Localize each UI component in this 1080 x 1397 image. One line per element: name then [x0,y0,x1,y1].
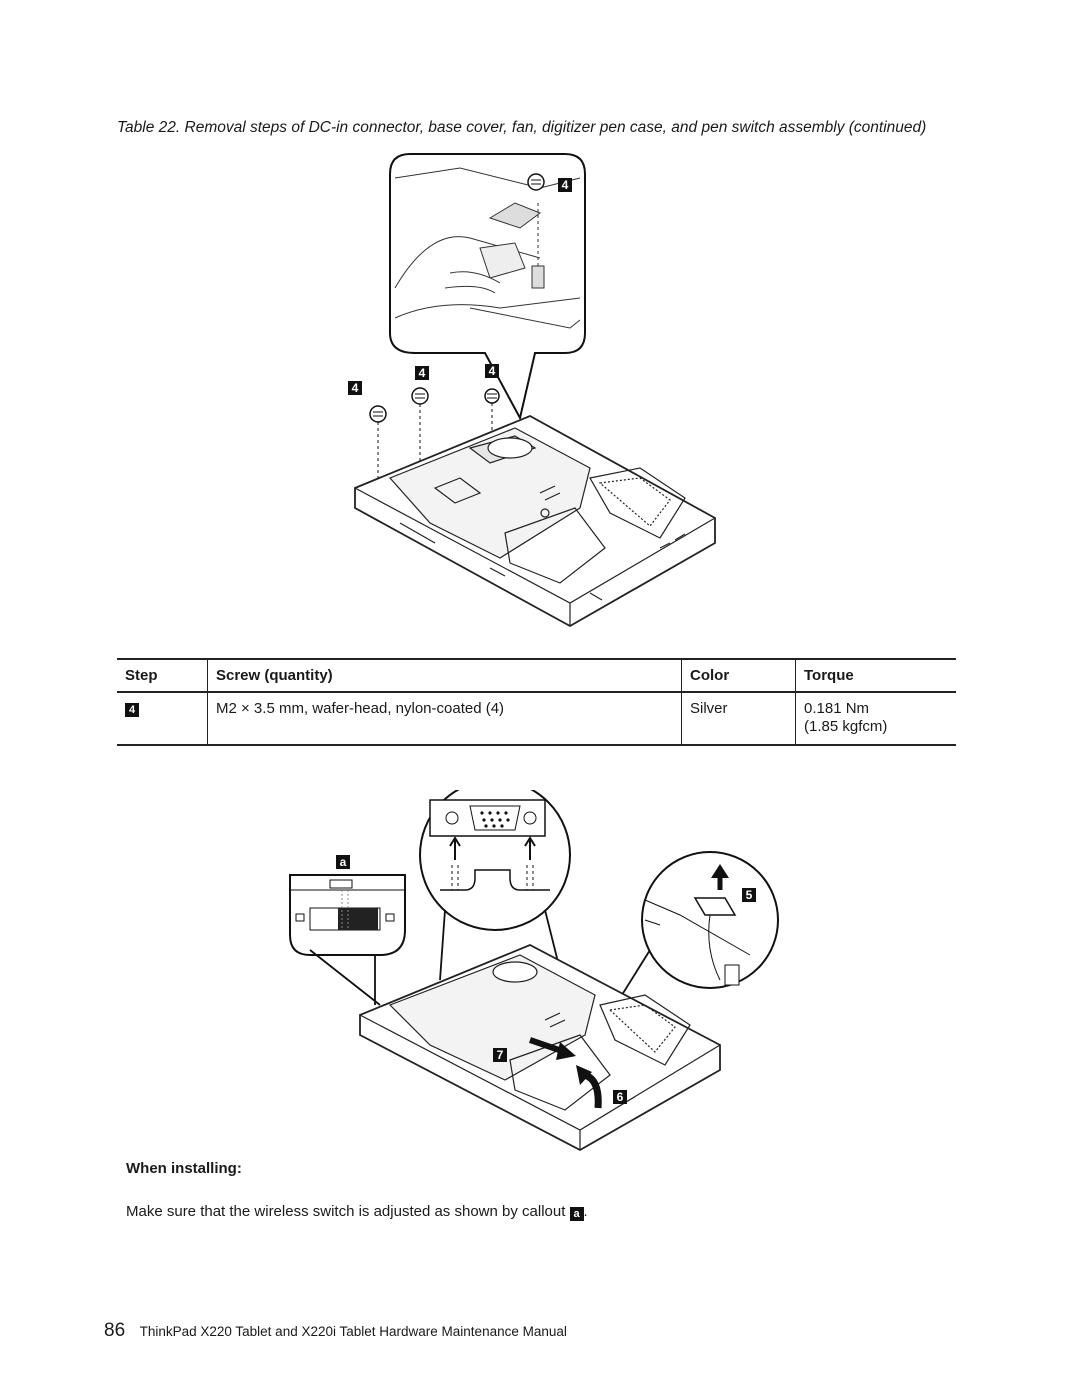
installation-note: Make sure that the wireless switch is ad… [126,1203,588,1221]
svg-text:4: 4 [419,366,426,380]
pen-switch-detail-bubble [599,851,779,1031]
cell-color: Silver [681,692,796,746]
step-callout-4: 4 [125,703,139,717]
callout-6: 6 [613,1090,627,1104]
callout-a: a [336,855,350,869]
base-cover-assembly [354,415,716,628]
callout-5: 5 [742,888,756,902]
step-callout-4: 4 [558,178,572,192]
callout-7: 7 [493,1048,507,1062]
arrow-7 [529,1037,576,1060]
step-callout-4: 4 [348,381,362,395]
header-torque: Torque [795,658,956,693]
svg-text:4: 4 [489,364,496,378]
step-callout-4: 4 [415,366,429,380]
header-screw-quantity: Screw (quantity) [207,658,682,693]
note-period: . [583,1203,588,1220]
svg-text:4: 4 [352,381,359,395]
svg-text:5: 5 [746,888,753,902]
torque-nm: 0.181 Nm [804,700,870,717]
connector-detail-bubble [419,790,571,981]
svg-text:7: 7 [497,1048,504,1062]
removal-illustration-bottom: a 5 7 6 [289,790,779,1152]
detail-bubble-outline [389,153,586,421]
table-caption: Table 22. Removal steps of DC-in connect… [117,119,927,136]
screw-icon [527,173,545,191]
torque-kgfcm: (1.85 kgfcm) [804,718,888,735]
screw-icon [369,405,387,493]
header-color: Color [681,658,796,693]
wireless-switch-detail-bubble [289,874,406,1006]
cell-screw: M2 × 3.5 mm, wafer-head, nylon-coated (4… [207,692,682,746]
screw-spec-table: Step Screw (quantity) Color Torque 4 M2 … [117,658,956,746]
arrow-6 [576,1065,602,1109]
step-callout-4: 4 [485,364,499,378]
svg-text:a: a [340,855,347,869]
note-text: Make sure that the wireless switch is ad… [126,1203,566,1220]
manual-title: ThinkPad X220 Tablet and X220i Tablet Ha… [139,1324,567,1339]
page-number: 86 [104,1320,126,1341]
screw-icon [484,388,500,458]
header-step: Step [117,658,208,693]
removal-illustration-top: 4 4 4 4 [348,153,716,628]
callout-a: a [569,1207,584,1221]
when-installing-heading: When installing: [126,1160,242,1177]
cell-torque: 0.181 Nm (1.85 kgfcm) [795,692,956,746]
table-row: 4 M2 × 3.5 mm, wafer-head, nylon-coated … [117,692,956,746]
page-footer: 86 ThinkPad X220 Tablet and X220i Tablet… [104,1320,567,1342]
svg-text:4: 4 [562,178,569,192]
table-header-row: Step Screw (quantity) Color Torque [117,658,956,693]
base-cover-assembly [359,944,721,1152]
svg-text:6: 6 [617,1090,624,1104]
cell-step: 4 [117,692,208,746]
